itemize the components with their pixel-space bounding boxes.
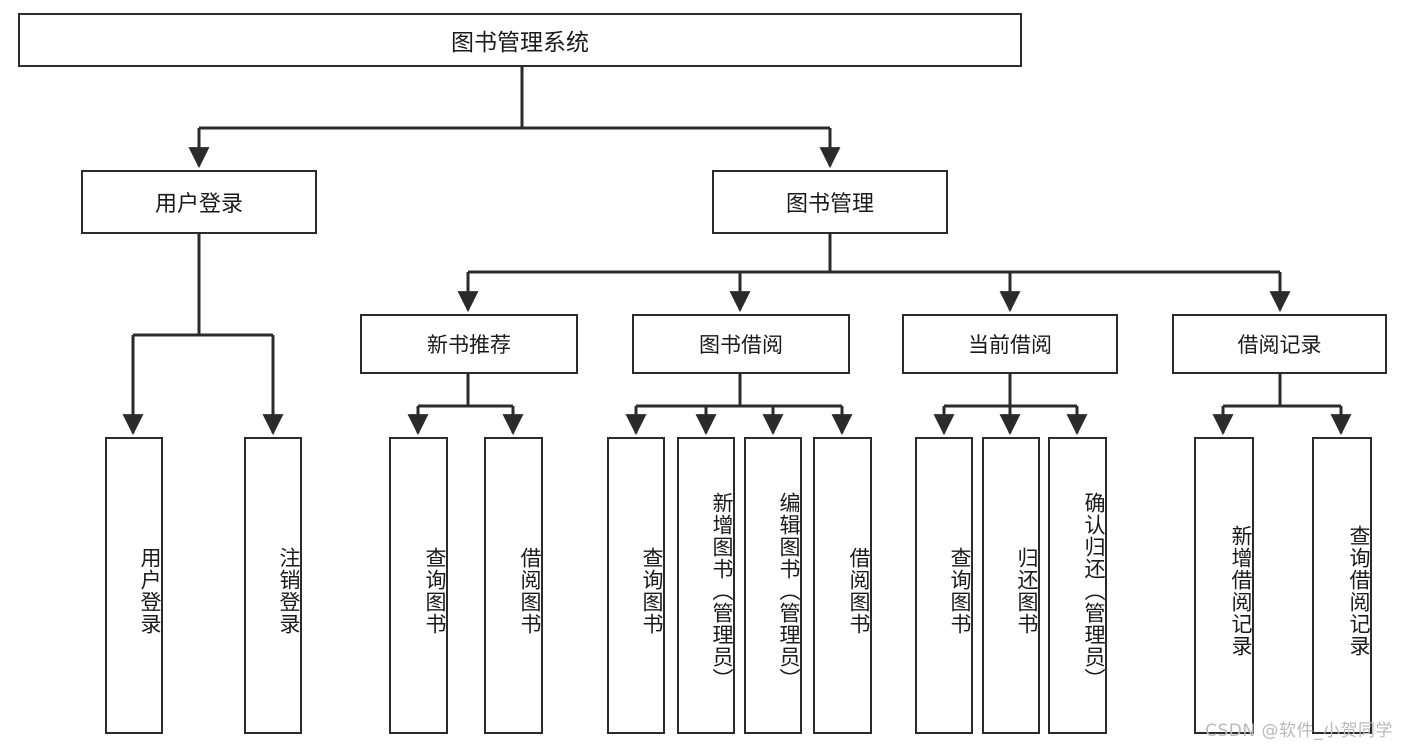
node-leaf-query-book-1[interactable]: 查询图书: [389, 437, 448, 734]
node-book-management-label: 图书管理: [785, 192, 874, 217]
watermark: CSDN @软件_小贺同学: [1205, 721, 1393, 741]
node-book-management[interactable]: 图书管理: [712, 170, 948, 234]
node-root-label: 图书管理系统: [451, 30, 589, 56]
node-leaf-add-record-label: 新增借阅记录: [1229, 524, 1253, 657]
node-leaf-query-book-3[interactable]: 查询图书: [915, 437, 973, 734]
node-user-login-label: 用户登录: [154, 192, 243, 217]
node-leaf-return-book[interactable]: 归还图书: [982, 437, 1040, 734]
node-current-borrow-label: 当前借阅: [968, 333, 1052, 357]
node-leaf-confirm-return-label: 确认归还（管理员）: [1082, 491, 1106, 690]
node-borrow-record-label: 借阅记录: [1237, 333, 1322, 357]
node-leaf-add-book[interactable]: 新增图书（管理员）: [677, 437, 735, 734]
node-leaf-query-book-2[interactable]: 查询图书: [607, 437, 665, 734]
node-leaf-borrow-book-2[interactable]: 借阅图书: [813, 437, 872, 734]
node-new-book-recommend[interactable]: 新书推荐: [360, 314, 578, 374]
node-leaf-edit-book[interactable]: 编辑图书（管理员）: [744, 437, 802, 734]
node-leaf-query-record[interactable]: 查询借阅记录: [1312, 437, 1372, 734]
node-leaf-return-book-label: 归还图书: [1015, 546, 1039, 635]
node-leaf-borrow-book-1-label: 借阅图书: [518, 546, 542, 635]
node-leaf-query-book-3-label: 查询图书: [948, 546, 972, 635]
node-leaf-confirm-return[interactable]: 确认归还（管理员）: [1048, 437, 1107, 734]
node-leaf-query-book-1-label: 查询图书: [423, 546, 447, 635]
node-root[interactable]: 图书管理系统: [18, 13, 1022, 67]
node-leaf-borrow-book-1[interactable]: 借阅图书: [484, 437, 543, 734]
node-borrow-record[interactable]: 借阅记录: [1172, 314, 1387, 374]
node-book-borrow[interactable]: 图书借阅: [632, 314, 850, 374]
node-leaf-query-book-2-label: 查询图书: [640, 546, 664, 635]
node-leaf-logout-label: 注销登录: [277, 546, 301, 635]
node-book-borrow-label: 图书借阅: [699, 333, 783, 357]
node-leaf-query-record-label: 查询借阅记录: [1347, 524, 1371, 657]
node-leaf-add-record[interactable]: 新增借阅记录: [1194, 437, 1254, 734]
node-leaf-add-book-label: 新增图书（管理员）: [710, 491, 734, 690]
node-leaf-user-login-label: 用户登录: [138, 546, 162, 635]
node-leaf-user-login[interactable]: 用户登录: [105, 437, 163, 734]
node-new-book-recommend-label: 新书推荐: [427, 333, 511, 357]
node-leaf-edit-book-label: 编辑图书（管理员）: [777, 491, 801, 690]
node-leaf-logout[interactable]: 注销登录: [244, 437, 302, 734]
node-user-login[interactable]: 用户登录: [81, 170, 317, 234]
node-leaf-borrow-book-2-label: 借阅图书: [847, 546, 871, 635]
node-current-borrow[interactable]: 当前借阅: [902, 314, 1118, 374]
